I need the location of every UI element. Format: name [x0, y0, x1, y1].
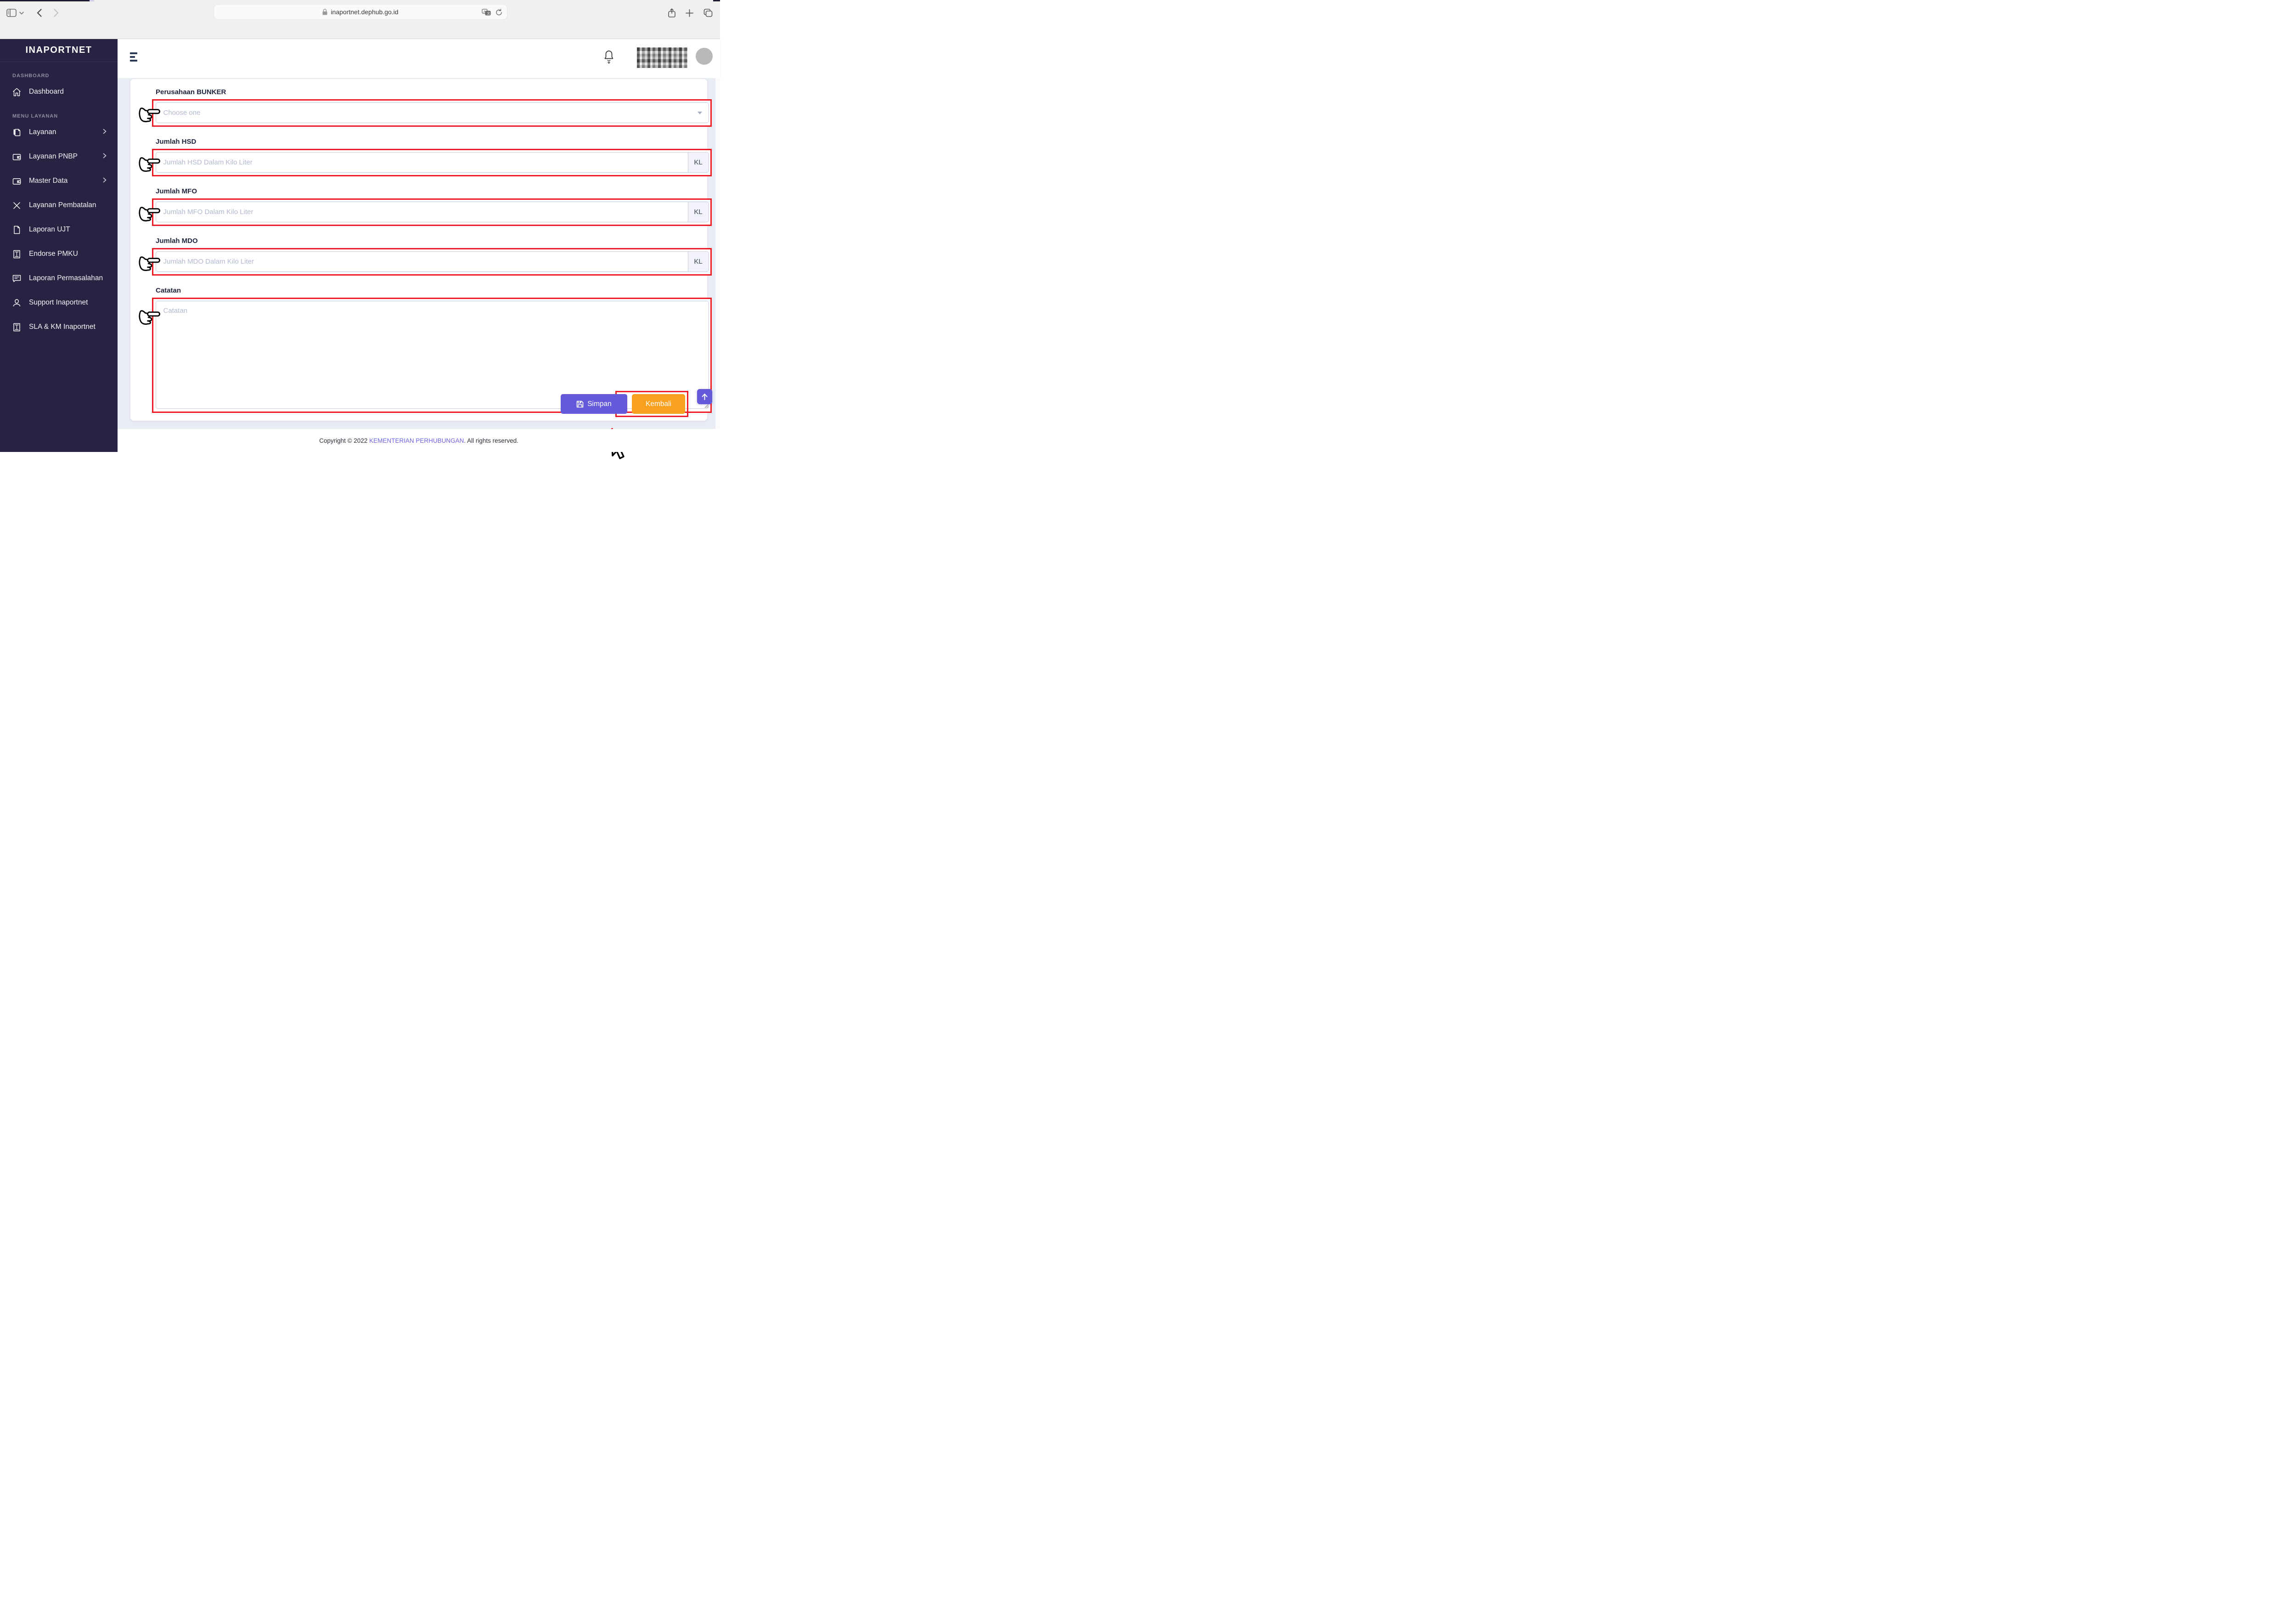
chevron-right-icon	[103, 128, 107, 136]
annotation-redbox-jumlah-mdo: KL	[139, 248, 712, 276]
sidebar-item-dashboard[interactable]: Dashboard	[0, 81, 118, 102]
sidebar-item-sla-km-inaportnet[interactable]: SLA & KM Inaportnet	[0, 316, 118, 338]
scroll-to-top-button[interactable]	[697, 389, 712, 404]
screen-edge-chip	[90, 0, 94, 1]
chevron-down-icon	[697, 111, 702, 114]
footer: Copyright © 2022 KEMENTERIAN PERHUBUNGAN…	[118, 429, 720, 452]
svg-text:文: 文	[487, 11, 490, 15]
sidebar-item-support-inaportnet[interactable]: Support Inaportnet	[0, 292, 118, 313]
chevron-right-icon	[103, 152, 107, 161]
sidebar-item-master-data[interactable]: Master Data	[0, 170, 118, 192]
sidebar-item-laporan-permasalahan[interactable]: Laporan Permasalahan	[0, 268, 118, 289]
pointing-hand-icon	[139, 310, 160, 325]
chat-icon	[12, 274, 21, 283]
unit-suffix-kl: KL	[688, 251, 709, 272]
field-label-catatan: Catatan	[156, 287, 181, 294]
annotation-redbox-perusahaan-bunker: Choose one	[139, 99, 712, 127]
translate-icon[interactable]: A 文	[482, 9, 491, 16]
share-icon[interactable]	[668, 8, 675, 17]
kementerian-perhubungan-link[interactable]: KEMENTERIAN PERHUBUNGAN	[369, 437, 464, 444]
browser-chrome: inaportnet.dephub.go.id A 文	[0, 0, 720, 39]
chevron-right-icon	[103, 177, 107, 185]
jumlah-mfo-input[interactable]	[155, 202, 688, 222]
page-header	[118, 39, 720, 78]
sidebar-item-laporan-ujt[interactable]: Laporan UJT	[0, 219, 118, 240]
form-card: Perusahaan BUNKER Choose one Jumlah HSD	[130, 79, 712, 459]
sidebar-item-label: Laporan Permasalahan	[29, 274, 103, 282]
file-icon	[12, 226, 21, 234]
sidebar-heading-dashboard: DASHBOARD	[12, 73, 50, 79]
wallet-icon	[12, 152, 21, 161]
wallet-icon	[12, 177, 21, 186]
save-button[interactable]: Simpan	[561, 394, 627, 414]
new-tab-icon[interactable]	[686, 9, 693, 17]
svg-text:A: A	[484, 10, 486, 13]
avatar[interactable]	[696, 48, 713, 65]
scrollbar[interactable]	[715, 78, 720, 429]
sidebar-item-label: Dashboard	[29, 88, 64, 96]
annotation-redbox-jumlah-mfo: KL	[139, 198, 712, 226]
tabs-overview-icon[interactable]	[703, 9, 713, 17]
document-pen-icon	[12, 128, 21, 137]
copyright-text: Copyright © 2022 KEMENTERIAN PERHUBUNGAN…	[319, 437, 518, 444]
field-label-perusahaan-bunker: Perusahaan BUNKER	[156, 88, 226, 96]
sidebar-item-layanan-pnbp[interactable]: Layanan PNBP	[0, 146, 118, 167]
unit-suffix-kl: KL	[688, 202, 709, 222]
pointing-hand-icon	[139, 207, 160, 222]
screen-edge-artifact	[713, 0, 720, 1]
sidebar-item-endorse-pmku[interactable]: Endorse PMKU	[0, 243, 118, 265]
jumlah-mdo-input[interactable]	[155, 251, 688, 272]
censored-username-badge	[637, 47, 687, 68]
back-button[interactable]: Kembali	[632, 394, 685, 414]
sidebar-heading-menu-layanan: MENU LAYANAN	[12, 113, 58, 119]
annotation-redbox-jumlah-hsd: KL	[139, 149, 712, 176]
address-bar[interactable]: inaportnet.dephub.go.id A 文	[214, 4, 507, 20]
sidebar-item-label: Layanan PNBP	[29, 152, 78, 160]
archive-icon	[12, 323, 21, 332]
field-label-jumlah-hsd: Jumlah HSD	[156, 138, 197, 146]
save-disk-icon	[576, 401, 584, 407]
sidebar-item-label: Endorse PMKU	[29, 250, 78, 258]
app-logo: INAPORTNET	[25, 45, 92, 55]
home-icon	[12, 88, 21, 96]
jumlah-hsd-input[interactable]	[155, 152, 688, 173]
back-icon[interactable]	[37, 9, 42, 17]
main-content: Perusahaan BUNKER Choose one Jumlah HSD	[118, 78, 720, 459]
sidebar-item-label: Support Inaportnet	[29, 299, 88, 306]
sidebar-item-label: SLA & KM Inaportnet	[29, 323, 96, 331]
url-text: inaportnet.dephub.go.id	[331, 8, 399, 16]
pointing-hand-icon	[139, 256, 160, 271]
sidebar-item-layanan-pembatalan[interactable]: Layanan Pembatalan	[0, 195, 118, 216]
annotation-redbox-catatan	[139, 298, 712, 413]
lock-icon	[322, 9, 327, 15]
sidebar-item-label: Master Data	[29, 177, 68, 185]
archive-icon	[12, 250, 21, 259]
reload-icon[interactable]	[495, 9, 502, 16]
unit-suffix-kl: KL	[688, 152, 709, 173]
field-label-jumlah-mdo: Jumlah MDO	[156, 237, 198, 245]
person-icon	[12, 299, 21, 307]
screen-edge-artifact	[0, 0, 90, 1]
forward-icon[interactable]	[54, 9, 59, 17]
sidebar-item-label: Layanan Pembatalan	[29, 201, 96, 209]
select-placeholder: Choose one	[163, 109, 201, 117]
chevron-down-icon[interactable]	[19, 11, 24, 15]
catatan-textarea[interactable]	[155, 301, 709, 409]
perusahaan-bunker-select[interactable]: Choose one	[155, 102, 709, 123]
hamburger-menu-icon[interactable]	[130, 52, 140, 63]
notifications-bell-icon[interactable]	[603, 50, 615, 66]
arrow-up-icon	[702, 393, 708, 400]
pointing-hand-icon	[139, 157, 160, 172]
pointing-hand-icon	[139, 107, 160, 123]
sidebar: INAPORTNET DASHBOARD Dashboard MENU LAYA…	[0, 39, 118, 452]
x-icon	[12, 201, 21, 210]
sidebar-item-layanan[interactable]: Layanan	[0, 122, 118, 143]
sidebar-item-label: Laporan UJT	[29, 226, 70, 233]
sidebar-panel-icon[interactable]	[6, 9, 17, 17]
sidebar-item-label: Layanan	[29, 128, 56, 136]
field-label-jumlah-mfo: Jumlah MFO	[156, 187, 197, 195]
